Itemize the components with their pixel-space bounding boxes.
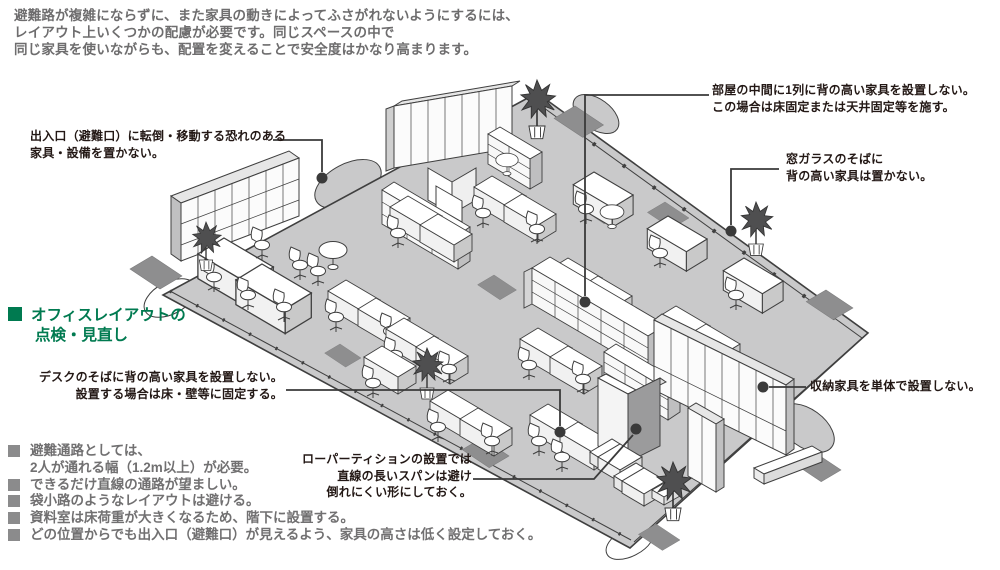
note-item-1: 避難通路としては、 2人が通れる幅（1.2m以上）が必要。 (8, 443, 541, 477)
note-list: 避難通路としては、 2人が通れる幅（1.2m以上）が必要。 できるだけ直線の通路… (8, 443, 541, 544)
callout-window: 窓ガラスのそばに 背の高い家具は置かない。 (786, 151, 932, 184)
callout-desk-line-2: 設置する場合は床・壁等に固定する。 (75, 386, 283, 401)
intro-line-3: 同じ家具を使いながらも、配置を変えることで安全度はかなり高まります。 (14, 42, 478, 57)
leader-dot-partition (630, 423, 642, 435)
leader-dot-window (725, 225, 737, 237)
green-square-icon (8, 307, 22, 321)
section-heading-line-2: 点検・見直し (35, 327, 129, 344)
wardrobe-cabinet (687, 402, 725, 493)
tall-cabinet-wall-top (385, 80, 521, 172)
leader-partition (473, 434, 634, 480)
note-1-line-1: 避難通路としては、 (30, 443, 151, 458)
leader-window (730, 168, 779, 225)
note-item-5: どの位置からでも出入口（避難口）が見えるよう、家具の高さは低く設定しておく。 (8, 527, 541, 544)
section-heading-line-1: オフィスレイアウトの (31, 307, 186, 324)
gray-square-icon (8, 445, 20, 457)
intro-line-1: 避難路が複雑にならずに、また家具の動きによってふさがれないようにするには、 (14, 8, 520, 23)
callout-partition-line-2: 直線の長いスパンは避け (337, 468, 472, 483)
note-3-text: 袋小路のようなレイアウトは避ける。 (30, 493, 260, 509)
leader-dot-storage (757, 381, 769, 393)
leader-desk (286, 389, 561, 426)
callout-middle-row-line-2: この場合は床固定または天井固定等を施す。 (712, 99, 955, 114)
note-2-text: できるだけ直線の通路が望ましい。 (30, 476, 246, 492)
intro-line-2: レイアウト上いくつかの配慮が必要です。同じスペースの中で (14, 25, 395, 40)
leader-entrance (273, 139, 323, 172)
section-heading: オフィスレイアウトの 点検・見直し (8, 306, 186, 346)
note-item-4: 資料室は床荷重が大きくなるため、階下に設置する。 (8, 510, 541, 527)
gray-square-icon (8, 528, 20, 541)
callout-window-line-2: 背の高い家具は置かない。 (786, 168, 933, 183)
leader-middle-row (584, 94, 709, 296)
tall-storage-wall-right (653, 313, 795, 456)
leader-dot-entrance (316, 172, 328, 184)
callout-entrance-line-1: 出入口（避難口）に転倒・移動する恐れのある (30, 129, 287, 143)
note-4-text: 資料室は床荷重が大きくなるため、階下に設置する。 (30, 510, 354, 526)
leader-dot-middle-row (579, 296, 591, 308)
note-5-text: どの位置からでも出入口（避難口）が見えるよう、家具の高さは低く設定しておく。 (30, 526, 542, 542)
entrance-bench (752, 445, 824, 485)
gray-square-icon (8, 495, 20, 508)
note-1-line-2: 2人が通れる幅（1.2m以上）が必要。 (30, 459, 258, 475)
callout-storage: 収納家具を単体で設置しない。 (810, 378, 981, 395)
gray-square-icon (8, 478, 20, 491)
white-screen-pod (427, 167, 477, 223)
callout-middle-row: 部屋の中間に1列に背の高い家具を設置しない。 この場合は床固定または天井固定等を… (712, 82, 975, 115)
callout-leaders (273, 94, 806, 480)
callout-partition-line-3: 倒れにくい形にしておく。 (326, 485, 472, 499)
intro-paragraph: 避難路が複雑にならずに、また家具の動きによってふさがれないようにするには、 レイ… (14, 7, 519, 58)
gray-square-icon (8, 512, 20, 525)
callout-partition: ローパーティションの設置では 直線の長いスパンは避け 倒れにくい形にしておく。 (160, 451, 472, 501)
note-item-2: できるだけ直線の通路が望ましい。 (8, 477, 541, 494)
note-item-3: 袋小路のようなレイアウトは避ける。 (8, 493, 541, 510)
callout-desk-line-1: デスクのそばに背の高い家具を設置しない。 (38, 370, 283, 384)
callout-desk: デスクのそばに背の高い家具を設置しない。 設置する場合は床・壁等に固定する。 (0, 369, 283, 402)
low-partition (596, 373, 667, 463)
callout-window-line-1: 窓ガラスのそばに (786, 152, 884, 166)
callout-entrance-line-2: 家具・設備を置かない。 (30, 145, 165, 160)
callout-middle-row-line-1: 部屋の中間に1列に背の高い家具を設置しない。 (712, 83, 976, 97)
callout-storage-line-1: 収納家具を単体で設置しない。 (810, 379, 981, 393)
callout-entrance: 出入口（避難口）に転倒・移動する恐れのある 家具・設備を置かない。 (30, 128, 286, 161)
callout-partition-line-1: ローパーティションの設置では (302, 452, 472, 466)
leader-dot-desk (554, 426, 566, 438)
